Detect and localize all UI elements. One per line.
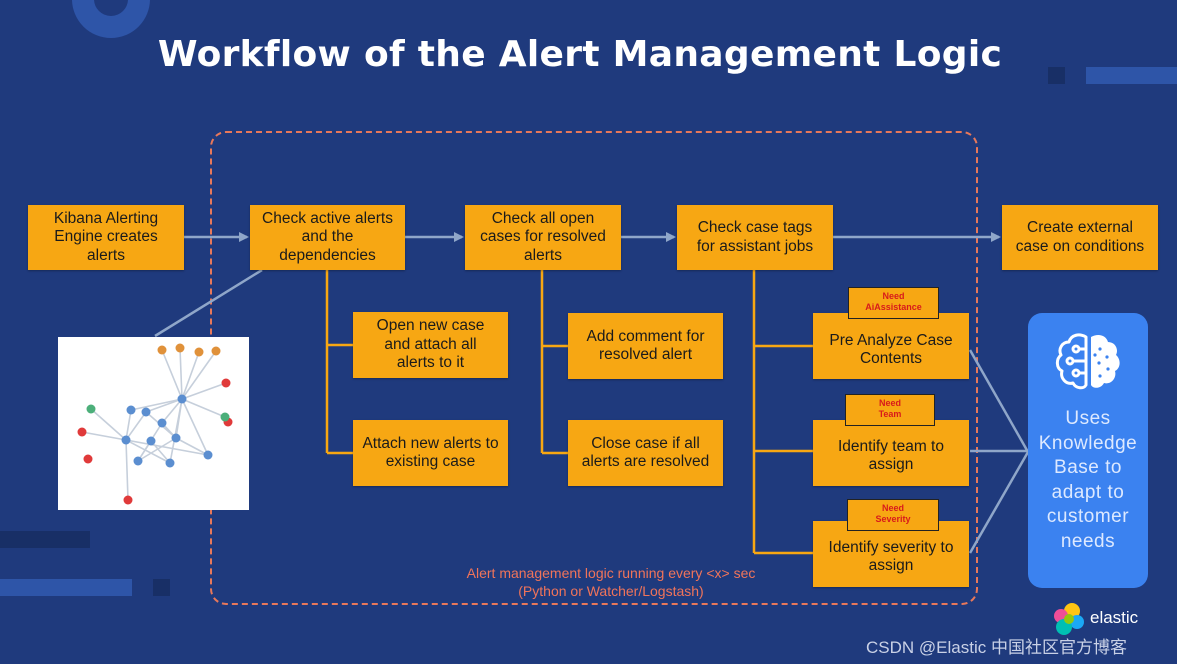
tag-severity-need: Need	[881, 503, 904, 513]
node-create-external: Create external case on conditions	[1002, 205, 1158, 270]
elastic-logo-icon	[1054, 603, 1084, 635]
brain-icon	[1055, 333, 1120, 390]
loop-note: Alert management logic running every <x>…	[446, 564, 776, 600]
node-kibana: Kibana Alerting Engine creates alerts	[28, 205, 184, 270]
line-graph-to-kibana	[154, 268, 263, 338]
node-check-tags: Check case tags for assistant jobs	[677, 205, 833, 270]
node-identify-team: Identify team to assign	[813, 420, 969, 486]
watermark: CSDN @Elastic 中国社区官方博客	[866, 638, 1127, 657]
node-attach-alerts: Attach new alerts to existing case	[353, 420, 508, 486]
deco-bar-left-1	[0, 531, 90, 548]
line-pre-analyze-to-kb	[968, 349, 1030, 453]
deco-bar-left-2	[0, 579, 132, 596]
line-severity-to-kb	[968, 451, 1030, 554]
tree-check-active	[325, 270, 353, 455]
tag-ai-need: Need	[882, 291, 905, 301]
node-check-active: Check active alerts and the dependencies	[250, 205, 405, 270]
node-identify-severity: Identify severity to assign	[813, 521, 969, 587]
knowledge-base-text: Uses Knowledge Base to adapt to customer…	[1038, 408, 1138, 552]
tag-severity-label: Severity	[875, 514, 911, 524]
deco-bar-top-right	[1086, 67, 1177, 84]
node-check-open: Check all open cases for resolved alerts	[465, 205, 621, 270]
tag-team: Need Team	[845, 394, 935, 426]
loop-note-line2: (Python or Watcher/Logstash)	[518, 583, 704, 599]
network-graph-thumbnail	[58, 337, 249, 510]
tag-team-need: Need	[878, 398, 901, 408]
node-pre-analyze: Pre Analyze Case Contents	[813, 313, 969, 379]
node-add-comment: Add comment for resolved alert	[568, 313, 723, 379]
tree-check-tags	[752, 270, 813, 555]
tag-severity: Need Severity	[847, 499, 939, 531]
brand-name: elastic	[1090, 608, 1139, 627]
tag-ai-label: AiAssistance	[865, 302, 922, 312]
deco-square-left	[153, 579, 170, 596]
node-open-new-case: Open new case and attach all alerts to i…	[353, 312, 508, 378]
network-graph-drawing	[77, 343, 233, 505]
tag-ai-assistance: Need AiAssistance	[848, 287, 939, 319]
tag-team-label: Team	[878, 409, 902, 419]
loop-note-line1: Alert management logic running every <x>…	[466, 565, 756, 581]
page-title: Workflow of the Alert Management Logic	[157, 34, 1003, 75]
node-close-case: Close case if all alerts are resolved	[568, 420, 723, 486]
tree-check-open	[540, 270, 568, 455]
deco-square-top-right	[1048, 67, 1065, 84]
knowledge-base-card: Uses Knowledge Base to adapt to customer…	[1028, 313, 1148, 588]
